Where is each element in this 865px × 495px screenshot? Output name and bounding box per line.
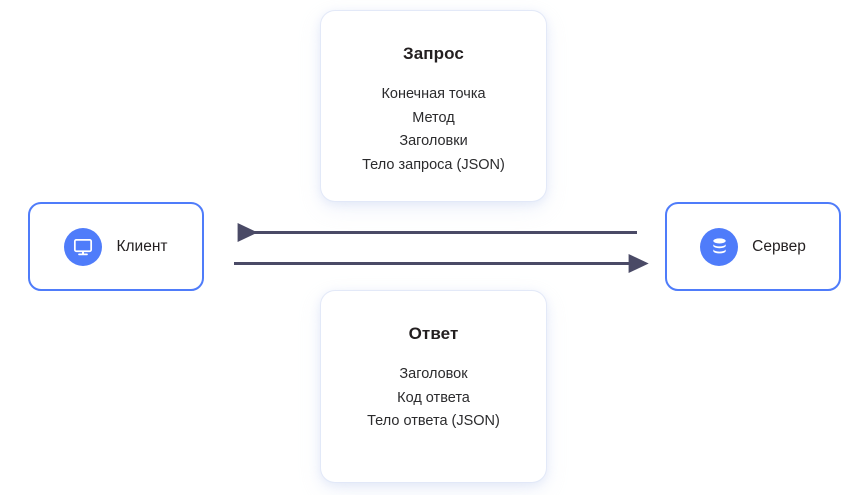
response-card-lines: Заголовок Код ответа Тело ответа (JSON)	[321, 363, 546, 434]
response-line-body: Тело ответа (JSON)	[367, 413, 500, 429]
request-line-body: Тело запроса (JSON)	[362, 156, 505, 173]
response-card-title: Ответ	[408, 324, 459, 343]
server-node[interactable]: Сервер	[665, 202, 841, 291]
database-icon	[700, 227, 739, 266]
client-node[interactable]: Клиент	[28, 202, 204, 291]
request-line-endpoint: Конечная точка	[381, 86, 486, 102]
response-line-header: Заголовок	[399, 366, 468, 382]
request-line-method: Метод	[412, 109, 455, 126]
server-node-label: Сервер	[752, 237, 806, 255]
request-card-title: Запрос	[403, 44, 464, 63]
server-node-content: Сервер	[700, 227, 806, 266]
response-line-status-code: Код ответа	[397, 389, 470, 406]
client-node-content: Клиент	[64, 227, 168, 266]
request-line-headers: Заголовки	[399, 133, 468, 149]
request-card: Запрос Конечная точка Метод Заголовки Те…	[321, 11, 546, 201]
client-node-label: Клиент	[116, 237, 168, 255]
monitor-icon	[64, 227, 103, 266]
response-card: Ответ Заголовок Код ответа Тело ответа (…	[321, 291, 546, 482]
request-card-lines: Конечная точка Метод Заголовки Тело запр…	[321, 83, 546, 177]
